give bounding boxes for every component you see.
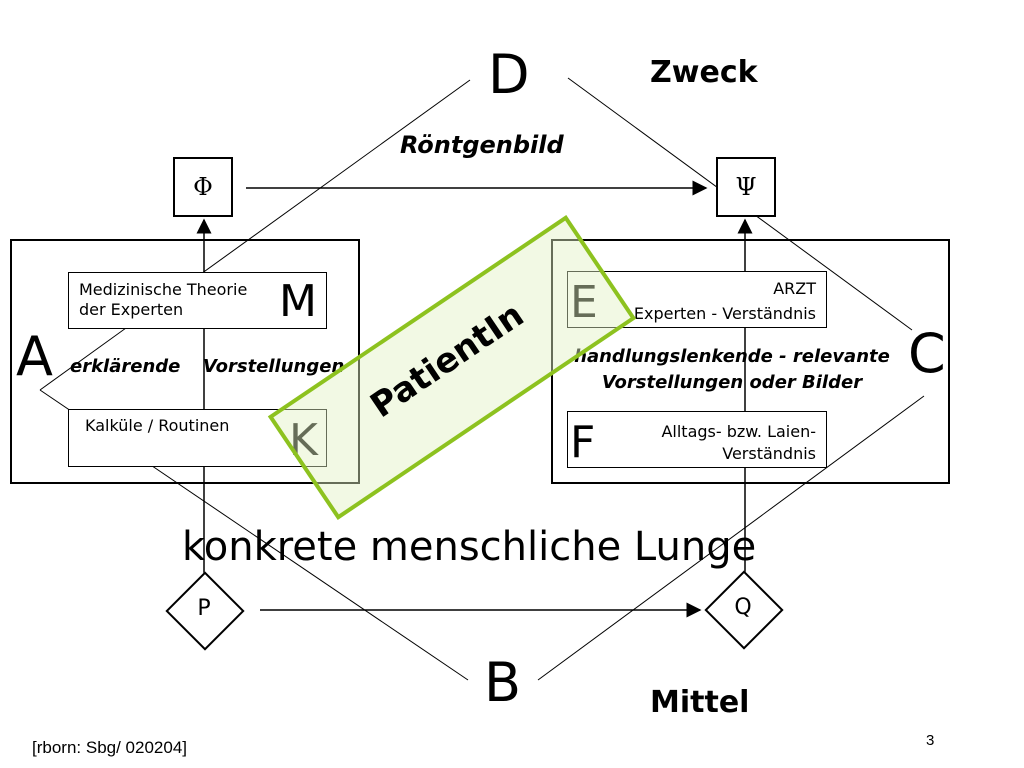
expert-line-1: ARZT [773,279,816,298]
corner-a: A [16,325,53,388]
theory-line-1: Medizinische Theorie [79,280,248,299]
phi-symbol: Φ [193,173,213,201]
p-symbol: P [197,596,211,621]
line-b-to-c [537,395,925,681]
routines-box: Kalküle / Routinen K [68,409,327,467]
lay-line-2: Verständnis [722,444,816,463]
action-guiding-label: handlungslenkende - relevante Vorstellun… [562,344,902,396]
expert-line-2: Experten - Verständnis [633,304,816,323]
right-frame [551,239,950,484]
q-diamond: Q [704,570,784,650]
left-frame [10,239,360,484]
psi-symbol: Ψ [735,173,757,201]
purpose-label: Zweck [650,55,758,90]
action-guiding-line-1: handlungslenkende - relevante [574,346,890,367]
routines-label: Kalküle / Routinen [85,416,230,435]
page-number: 3 [926,732,935,749]
expert-letter: E [570,277,598,328]
line-a-to-d [39,79,471,391]
theory-letter: M [279,276,317,327]
psi-box: Ψ [716,157,776,217]
corner-d: D [488,43,530,106]
lay-box: Alltags- bzw. Laien- Verständnis F [567,411,827,468]
explanatory-label-1: erklärende [70,356,181,377]
footer-reference: [rborn: Sbg/ 020204] [32,738,188,757]
lay-line-1: Alltags- bzw. Laien- [661,422,816,441]
q-symbol: Q [734,595,752,620]
corner-b: B [484,651,522,714]
corner-c: C [908,322,946,385]
explanatory-label-2: Vorstellungen [203,356,345,377]
p-diamond: P [165,571,245,651]
means-label: Mittel [650,685,750,720]
expert-box: ARZT Experten - Verständnis E [567,271,827,328]
phi-box: Φ [173,157,233,217]
xray-label: Röntgenbild [400,131,564,159]
routines-letter: K [289,415,318,466]
theory-box: Medizinische Theorie der Experten M [68,272,327,329]
center-text: konkrete menschliche Lunge [182,524,757,570]
lay-letter: F [570,417,596,468]
theory-line-2: der Experten [79,300,184,319]
action-guiding-line-2: Vorstellungen oder Bilder [601,372,863,393]
